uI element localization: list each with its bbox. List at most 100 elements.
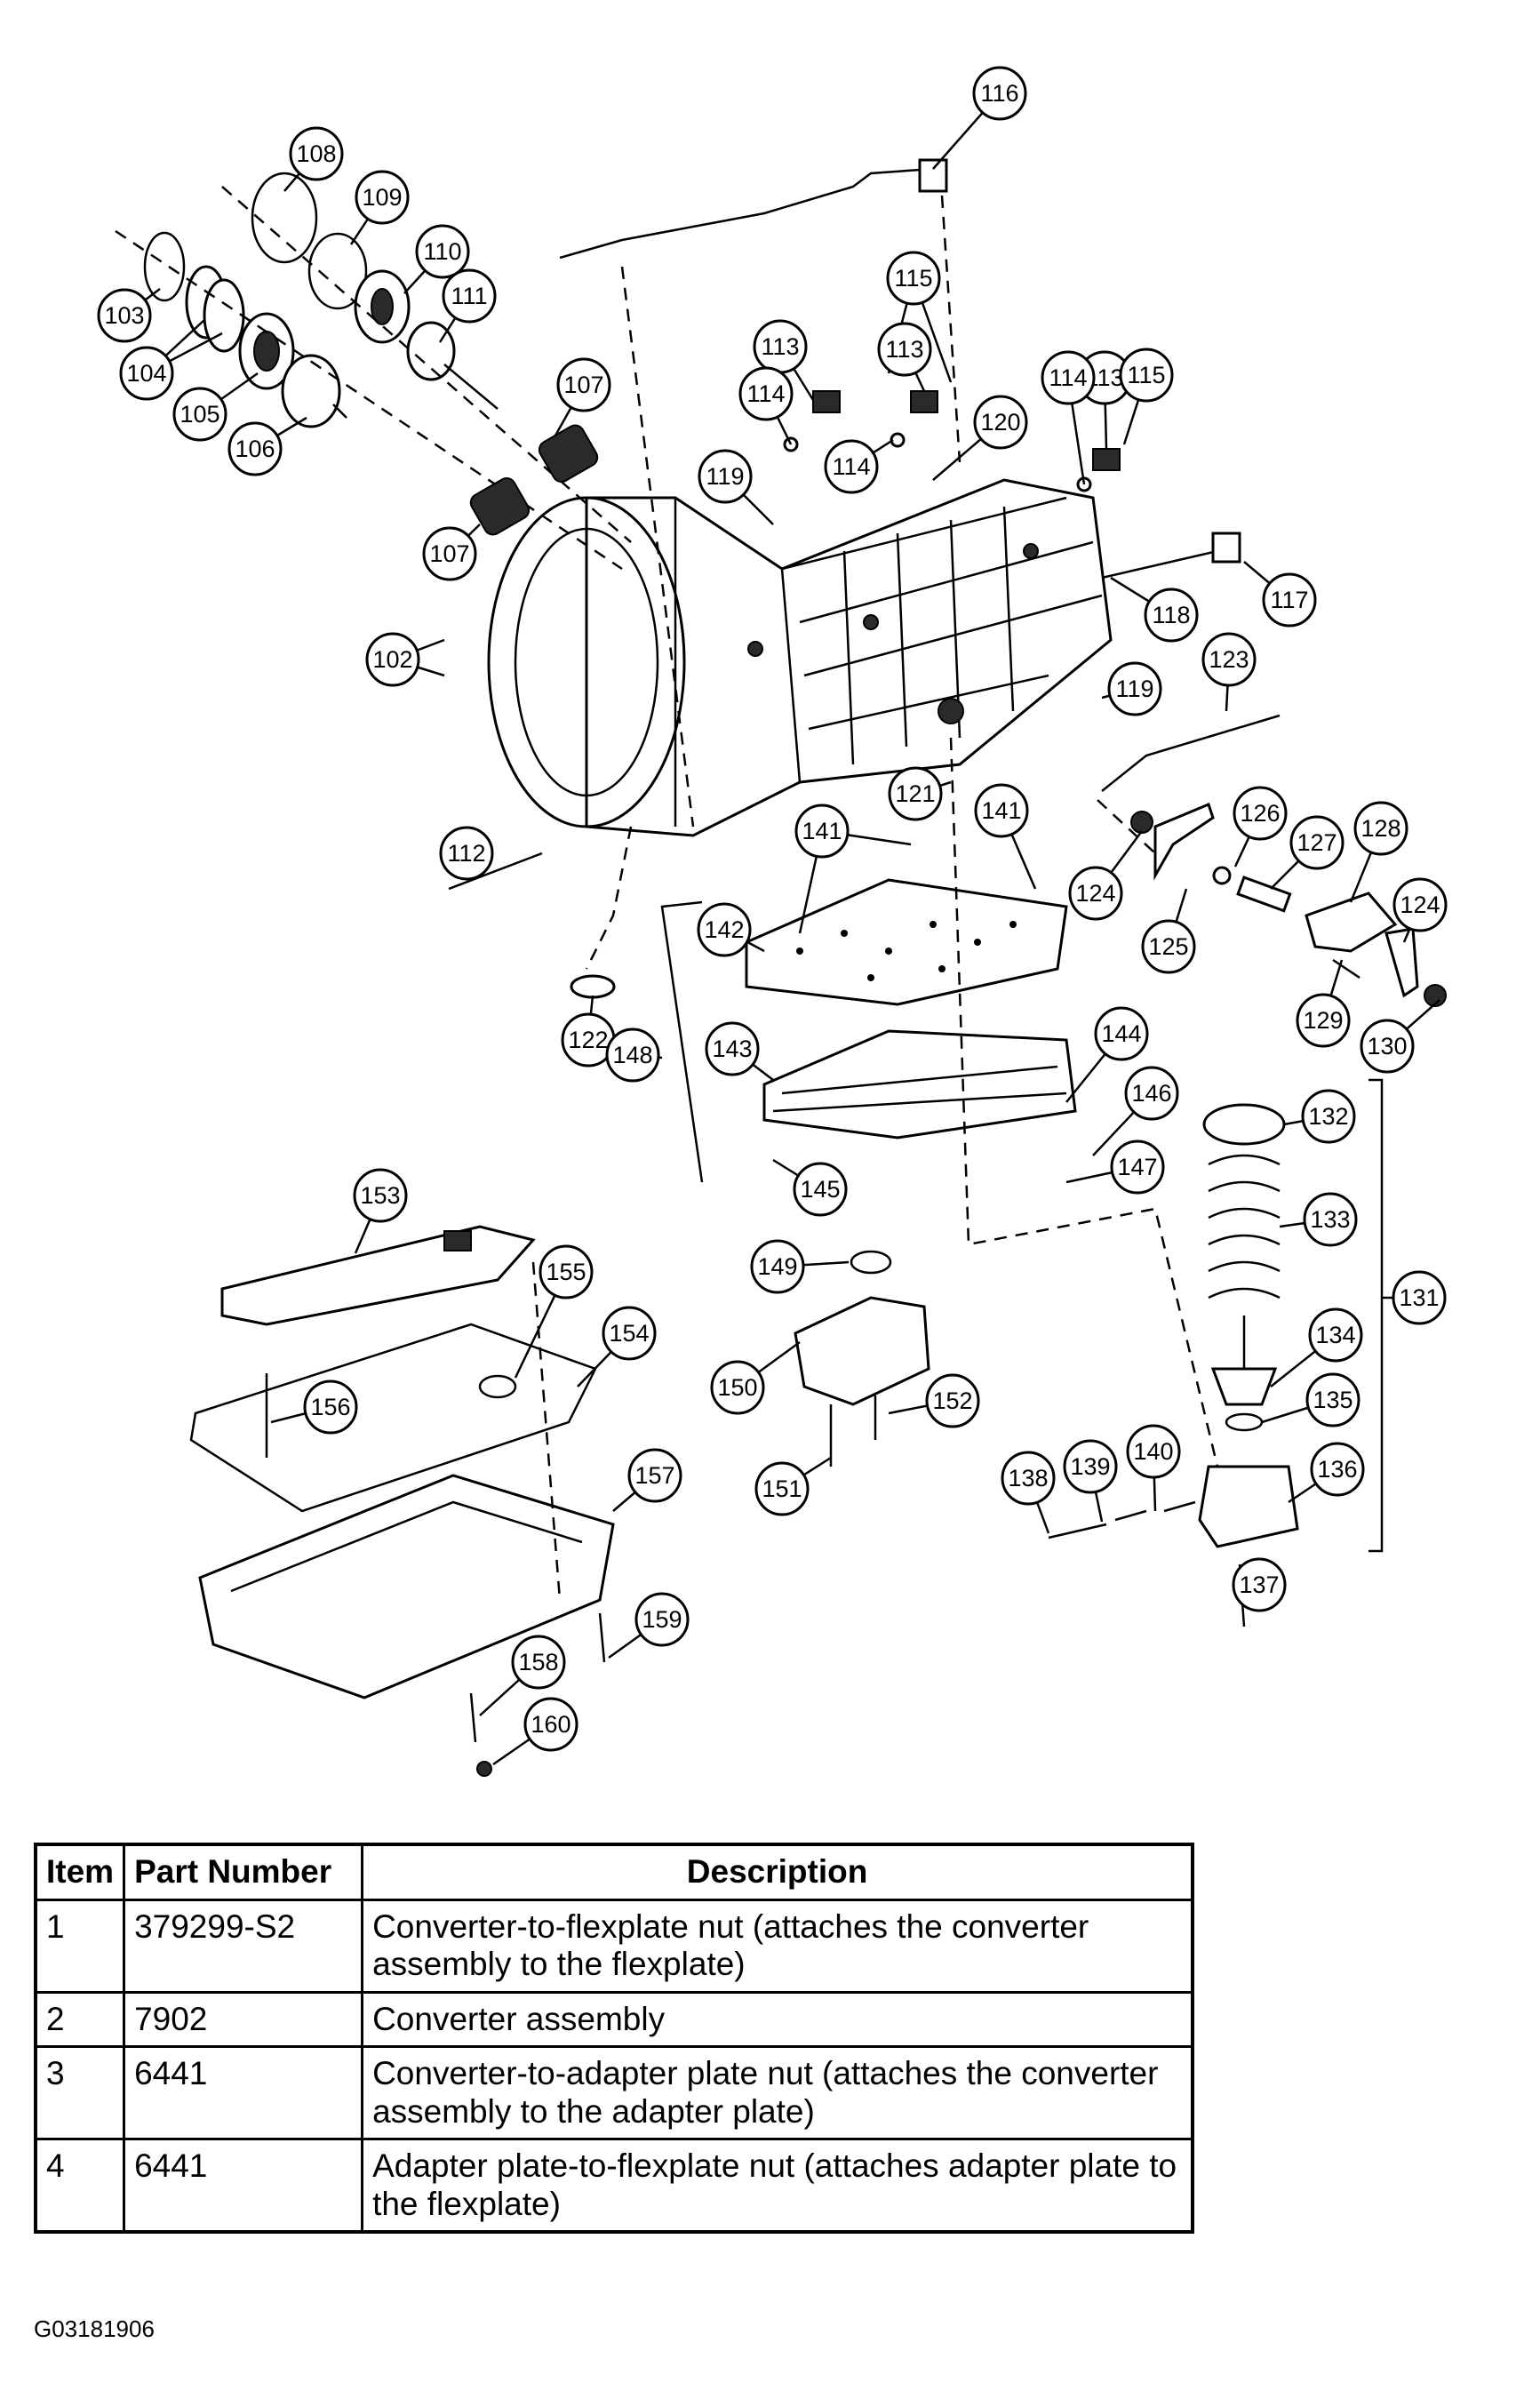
callout-circle [974,783,1029,838]
callout-circle [227,421,283,476]
callout-circle [1310,1442,1365,1497]
callout-133: 133 [1303,1192,1358,1247]
callout-label: 131 [1399,1284,1439,1311]
callout-circle [705,1021,760,1076]
callout-label: 129 [1303,1007,1343,1034]
filter [220,1225,536,1326]
callout-circle [1201,632,1257,687]
callout-label: 148 [612,1042,652,1068]
callout-160: 160 [523,1697,578,1752]
callout-circle [1308,1307,1363,1363]
callout-circle [824,439,879,494]
callout-159: 159 [634,1592,690,1647]
callout-label: 122 [568,1027,608,1053]
callout-circle [1144,588,1199,643]
callout-circle [422,526,477,581]
callout-label: 110 [423,238,461,265]
callout-label: 147 [1117,1154,1157,1180]
callout-113: 113 [753,319,808,374]
callout-151: 151 [754,1461,810,1516]
callout-124: 124 [1068,866,1123,921]
callout-circle [710,1360,765,1415]
callout-label: 146 [1131,1080,1171,1107]
callout-153: 153 [353,1168,408,1223]
callout-label: 130 [1367,1033,1407,1060]
callout-140: 140 [1126,1424,1181,1479]
callout-label: 107 [429,540,469,567]
callout-label: 102 [372,646,412,673]
callout-135: 135 [1305,1372,1360,1427]
callout-circle [1041,350,1096,405]
callout-circle [698,449,753,504]
callout-134: 134 [1308,1307,1363,1363]
callout-circle [1392,877,1448,932]
callout-152: 152 [925,1373,980,1428]
callout-circle [1068,866,1123,921]
callout-label: 141 [981,797,1021,824]
solenoid-body [794,1250,930,1467]
callout-circle [634,1592,690,1647]
callout-label: 127 [1297,829,1337,856]
callout-label: 153 [360,1182,400,1209]
callout-143: 143 [705,1021,760,1076]
callout-circle [794,804,850,859]
callout-circle [119,346,174,401]
callout-label: 124 [1400,892,1440,918]
callout-114: 114 [824,439,879,494]
callout-circle [738,366,794,421]
callout-label: 124 [1075,880,1115,907]
callout-circle [289,126,344,181]
callout-149: 149 [750,1239,805,1294]
callout-144: 144 [1094,1006,1149,1061]
callout-124: 124 [1392,877,1448,932]
callout-circle [605,1028,660,1083]
cell-part-number: 379299-S2 [123,1898,364,1994]
exploded-transmission-diagram: 1021031041051061071071081091101111121131… [97,66,1448,1777]
callout-label: 140 [1133,1438,1173,1465]
callout-label: 113 [885,336,923,363]
callout-circle [539,1244,594,1299]
callout-circle [1392,1270,1447,1325]
callout-117: 117 [1262,572,1317,628]
callout-label: 114 [832,453,870,480]
callout-126: 126 [1233,786,1288,841]
header-part-number: Part Number [123,1843,364,1901]
callout-label: 104 [126,360,166,387]
oil-pan [198,1474,615,1699]
callout-141: 141 [794,804,850,859]
callout-label: 158 [518,1649,558,1675]
callout-145: 145 [793,1162,848,1217]
callout-107: 107 [422,526,477,581]
callout-circle [888,766,943,821]
manual-lever-group [1130,802,1447,1007]
accumulator-group [1048,1103,1299,1627]
table-row: 4 6441 Adapter plate-to-flexplate nut (a… [34,2138,1194,2234]
parts-artwork [115,158,1447,1777]
callout-147: 147 [1110,1140,1165,1195]
callout-105: 105 [172,387,227,442]
callout-104: 104 [119,346,174,401]
cooler-tube [559,167,943,260]
callout-label: 115 [894,265,932,292]
callout-label: 159 [642,1606,682,1633]
callout-111: 111 [442,268,497,324]
callout-circle [1301,1089,1356,1144]
callout-circle [886,251,941,306]
callout-label: 114 [746,380,785,407]
callout-132: 132 [1301,1089,1356,1144]
callout-circle [1303,1192,1358,1247]
callout-109: 109 [355,170,410,225]
callout-circle [1124,1066,1179,1121]
front-pump-group [115,172,632,571]
callout-label: 114 [1049,364,1087,391]
header-description: Description [361,1843,1194,1901]
callout-141: 141 [974,783,1029,838]
callout-label: 139 [1070,1453,1110,1480]
callout-label: 109 [362,184,402,211]
cell-item: 3 [34,2045,126,2141]
callout-116: 116 [972,66,1027,121]
callout-label: 144 [1101,1020,1141,1047]
callout-107: 107 [556,357,611,412]
callout-label: 128 [1360,815,1400,842]
